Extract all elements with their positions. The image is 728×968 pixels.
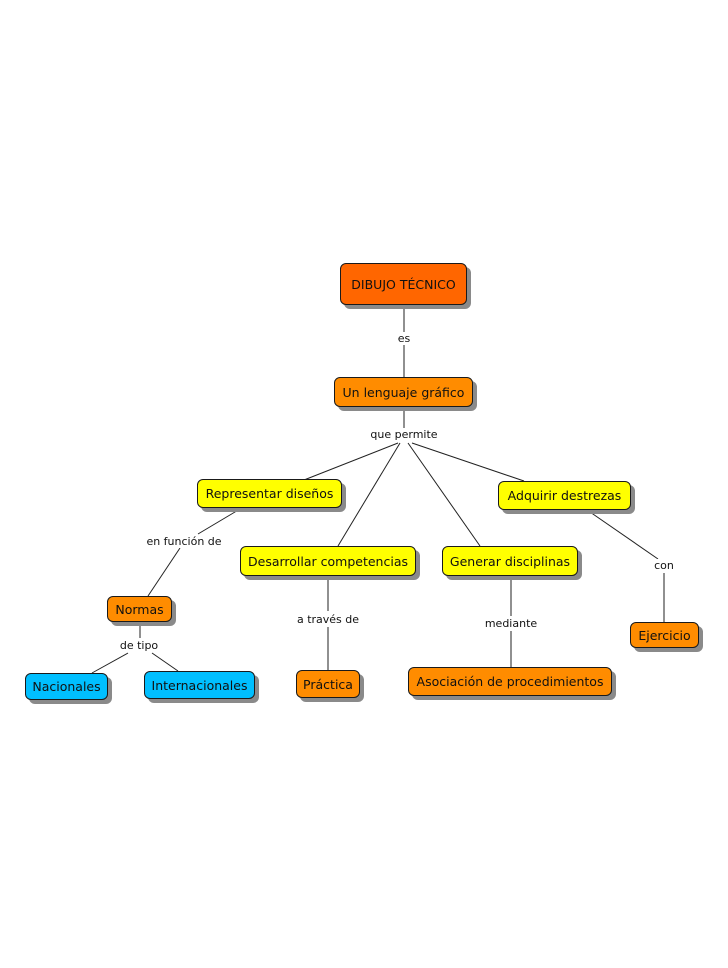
link-label-con: con — [652, 559, 676, 572]
node-ejercicio: Ejercicio — [630, 622, 699, 648]
line-permite-generar — [407, 442, 481, 547]
node-normas: Normas — [107, 596, 172, 622]
node-generar-disciplinas: Generar disciplinas — [442, 546, 578, 576]
link-label-mediante: mediante — [482, 617, 540, 630]
node-nacionales: Nacionales — [25, 673, 108, 700]
node-practica: Práctica — [296, 670, 360, 698]
line-adquirir-con — [589, 511, 659, 560]
link-label-en-funcion-de: en función de — [144, 535, 224, 548]
node-internacionales: Internacionales — [144, 671, 255, 699]
link-label-a-traves-de: a través de — [294, 613, 362, 626]
node-asociacion-procedimientos: Asociación de procedimientos — [408, 667, 612, 696]
line-representar-enfuncion — [197, 508, 241, 535]
line-permite-desarrollar — [337, 442, 401, 547]
node-representar-disenos: Representar diseños — [197, 479, 342, 508]
line-detipo-internacionales — [151, 652, 179, 672]
node-desarrollar-competencias: Desarrollar competencias — [240, 546, 416, 576]
link-label-es: es — [395, 332, 413, 345]
node-lenguaje-grafico: Un lenguaje gráfico — [334, 377, 473, 407]
line-permite-adquirir — [411, 442, 525, 482]
line-detipo-nacionales — [91, 652, 129, 674]
node-dibujo-tecnico: DIBUJO TÉCNICO — [340, 263, 467, 305]
link-label-que-permite: que permite — [368, 428, 440, 441]
node-adquirir-destrezas: Adquirir destrezas — [498, 481, 631, 510]
line-enfuncion-normas — [147, 547, 181, 597]
line-permite-representar — [303, 442, 399, 481]
link-label-de-tipo: de tipo — [117, 639, 161, 652]
